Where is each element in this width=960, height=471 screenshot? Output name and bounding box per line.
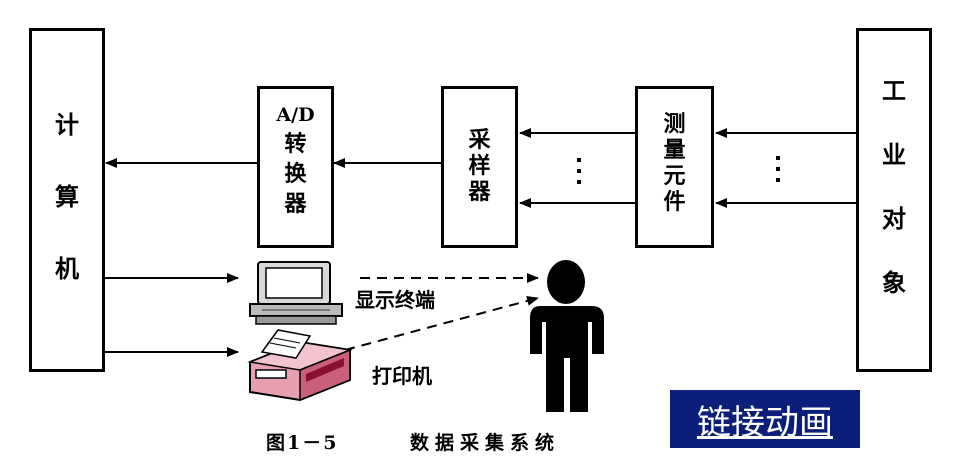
- sensor-block: 测 量 元 件: [635, 86, 714, 248]
- link-animation-button[interactable]: 链接动画: [670, 390, 860, 448]
- ad-converter-char-3: 器: [284, 191, 307, 217]
- figure-title: 数据采集系统: [410, 432, 561, 454]
- printer-label: 打印机: [372, 364, 432, 388]
- ellipsis-dots-left: [577, 158, 581, 184]
- sensor-char-1: 测: [663, 111, 686, 137]
- ad-converter-label: A/D 转 换 器: [260, 104, 331, 217]
- sensor-char-2: 量: [663, 137, 686, 163]
- computer-char-2: 算: [55, 182, 79, 211]
- sensor-char-3: 元: [663, 163, 686, 189]
- sensor-label: 测 量 元 件: [638, 113, 711, 213]
- plant-char-4: 象: [882, 268, 906, 297]
- sensor-char-4: 件: [663, 189, 686, 215]
- printer-icon: [247, 329, 353, 402]
- plant-char-2: 业: [882, 140, 906, 169]
- computer-block: 计 算 机: [29, 28, 105, 372]
- computer-char-3: 机: [55, 254, 79, 283]
- ad-converter-char-1: 转: [284, 131, 307, 157]
- sampler-char-1: 采: [468, 127, 491, 153]
- sampler-block: 采 样 器: [441, 86, 518, 248]
- sampler-char-2: 样: [468, 153, 491, 179]
- display-terminal-label: 显示终端: [355, 288, 435, 312]
- display-terminal-icon: [249, 261, 343, 325]
- sampler-label: 采 样 器: [444, 129, 515, 203]
- computer-label: 计 算 机: [32, 113, 102, 281]
- ad-converter-block: A/D 转 换 器: [257, 86, 334, 248]
- industrial-plant-block: 工 业 对 象: [856, 28, 932, 372]
- figure-number: 图1－5: [266, 432, 339, 454]
- plant-char-3: 对: [882, 204, 906, 233]
- ad-converter-title: A/D: [276, 104, 315, 126]
- computer-char-1: 计: [55, 110, 79, 139]
- industrial-plant-label: 工 业 对 象: [859, 79, 929, 295]
- sampler-char-3: 器: [468, 179, 491, 205]
- ellipsis-dots-right: [776, 156, 780, 182]
- plant-char-1: 工: [882, 76, 906, 105]
- ad-converter-char-2: 换: [284, 161, 307, 187]
- person-icon: [530, 260, 604, 412]
